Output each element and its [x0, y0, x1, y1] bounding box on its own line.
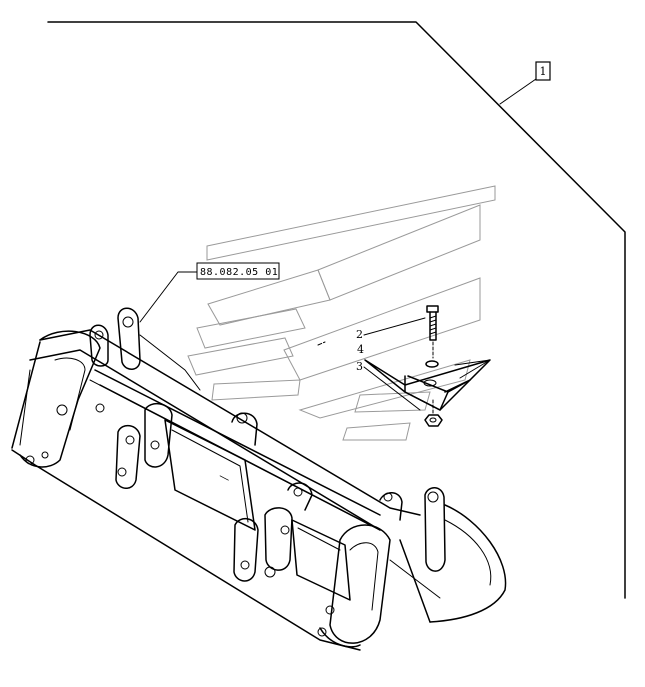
kit-marker: 1: [535, 61, 551, 81]
washer-part: [425, 360, 439, 368]
tooth-kit-detail: [317, 305, 491, 427]
callout-3-label: 3: [356, 360, 363, 373]
kit-marker-leader: [499, 78, 537, 105]
bucket-assembly: —: [11, 307, 507, 651]
kit-outline: [47, 21, 626, 599]
nut-part: [424, 399, 443, 427]
kit-marker-label: 1: [540, 65, 547, 78]
svg-text:—: —: [217, 469, 233, 486]
callout-2-label: 2: [356, 328, 363, 341]
reference-code-leader: [139, 271, 198, 323]
tooth-part: [364, 359, 491, 411]
reference-code-label: 88.082.05 01: [200, 267, 278, 278]
callout-4-label: 4: [357, 343, 364, 356]
bolt-part: [426, 305, 439, 359]
reference-code-box: 88.082.05 01: [196, 262, 280, 280]
